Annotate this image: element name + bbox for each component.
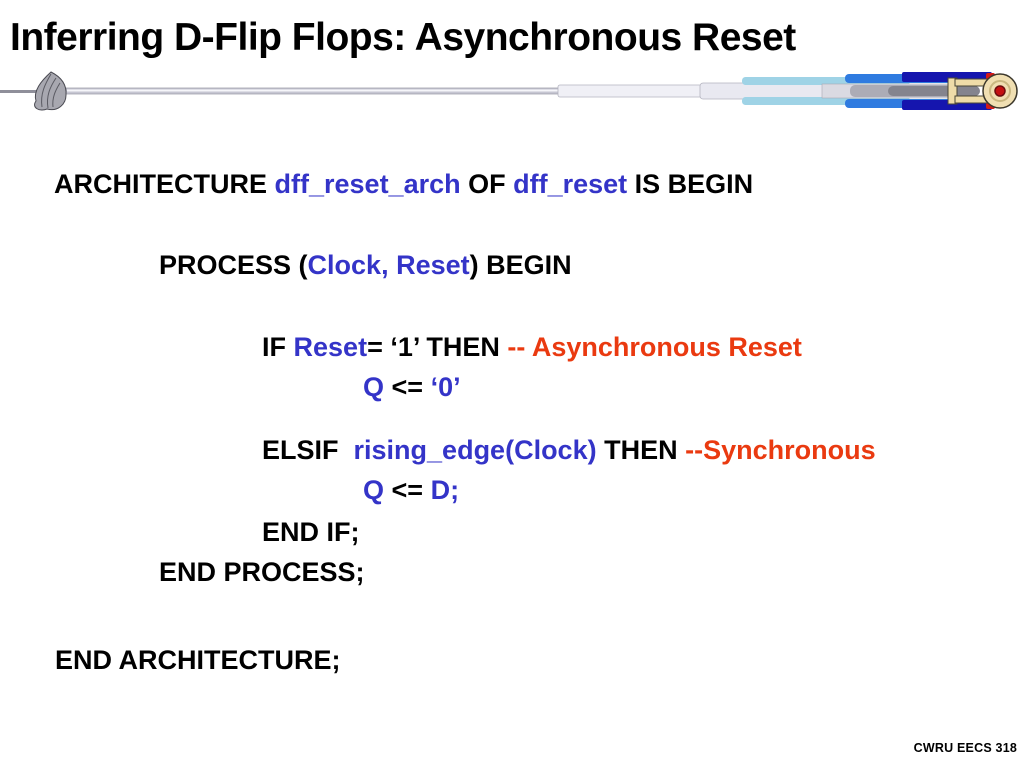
divider-line xyxy=(0,82,846,100)
code-keyword: ARCHITECTURE xyxy=(54,169,275,199)
code-line-process: PROCESS (Clock, Reset) BEGIN xyxy=(114,222,572,309)
code-identifier: rising_edge(Clock) xyxy=(353,435,597,465)
code-identifier: Clock, Reset xyxy=(307,250,470,280)
code-keyword: OF xyxy=(460,169,514,199)
code-keyword: IF xyxy=(262,332,294,362)
code-line-end-process: END PROCESS; xyxy=(114,529,365,616)
code-line-architecture: ARCHITECTURE dff_reset_arch OF dff_reset… xyxy=(10,141,753,228)
code-keyword: END ARCHITECTURE; xyxy=(55,645,341,675)
code-identifier: dff_reset_arch xyxy=(274,169,461,199)
code-identifier: Q xyxy=(363,372,385,402)
code-keyword: ) BEGIN xyxy=(469,250,572,280)
starship-divider-graphic xyxy=(0,71,1018,111)
footer-course-label: CWRU EECS 318 xyxy=(913,741,1017,755)
code-identifier: D; xyxy=(430,475,460,505)
starship-saucer-icon xyxy=(947,73,1018,109)
code-line-q-assign-d: Q <= D; xyxy=(318,447,459,534)
code-keyword: END PROCESS; xyxy=(159,557,365,587)
code-comment: --Synchronous xyxy=(685,435,876,465)
code-keyword: IS BEGIN xyxy=(627,169,754,199)
code-keyword: PROCESS ( xyxy=(159,250,308,280)
code-identifier: dff_reset xyxy=(513,169,628,199)
slide-title: Inferring D-Flip Flops: Asynchronous Res… xyxy=(10,16,796,59)
code-identifier: Reset xyxy=(293,332,368,362)
code-keyword: THEN xyxy=(596,435,686,465)
code-line-if-reset: IF Reset= ‘1’ THEN -- Asynchronous Reset xyxy=(217,304,802,391)
code-line-elsif: ELSIF rising_edge(Clock) THEN --Synchron… xyxy=(217,407,876,494)
code-literal: ‘0’ xyxy=(430,372,461,402)
code-line-end-if: END IF; xyxy=(217,489,360,576)
code-comment: -- Asynchronous Reset xyxy=(507,332,802,362)
code-operator: <= xyxy=(384,372,431,402)
code-keyword: ELSIF xyxy=(262,435,354,465)
code-keyword: = ‘1’ THEN xyxy=(367,332,508,362)
code-identifier: Q xyxy=(363,475,385,505)
code-operator: <= xyxy=(384,475,431,505)
code-line-q-assign-0: Q <= ‘0’ xyxy=(318,344,461,431)
left-ship-icon xyxy=(34,71,67,111)
code-keyword: END IF; xyxy=(262,517,360,547)
code-line-end-architecture: END ARCHITECTURE; xyxy=(10,617,341,704)
